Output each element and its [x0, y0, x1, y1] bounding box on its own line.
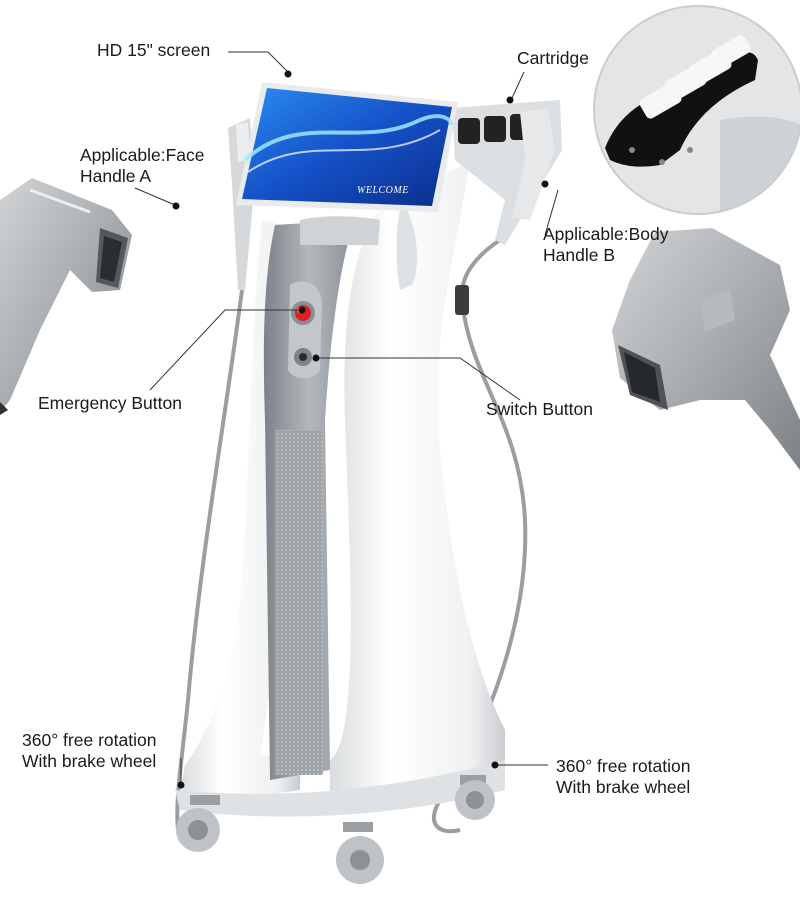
callout-wheel-left-line2: With brake wheel: [22, 751, 157, 771]
callout-emergency-text: Emergency Button: [38, 393, 182, 413]
callout-dot-cartridge: [506, 96, 514, 104]
handle-b-mounted: [452, 100, 562, 315]
hd-screen: WELCOME: [236, 82, 458, 212]
callout-handle-a-line2: Handle A: [80, 166, 152, 186]
cartridge-closeup: [593, 5, 800, 215]
callout-dot-emergency: [298, 306, 306, 314]
callout-handle-b-line2: Handle B: [543, 245, 615, 265]
callout-cartridge: Cartridge: [517, 48, 589, 69]
callout-handle-a: Applicable:Face Handle A: [80, 145, 205, 187]
callout-handle-a-line1: Applicable:Face: [80, 145, 205, 165]
callout-dot-handle-b: [541, 180, 549, 188]
callout-dot-wheel-left: [177, 781, 185, 789]
callout-wheel-right-line1: 360° free rotation: [556, 756, 691, 776]
callout-wheel-left: 360° free rotation With brake wheel: [22, 730, 156, 772]
callout-wheel-left-line1: 360° free rotation: [22, 730, 157, 750]
handle-b-closeup: [612, 228, 800, 470]
callout-switch-text: Switch Button: [486, 399, 593, 419]
callout-emergency-button: Emergency Button: [38, 393, 182, 414]
callout-dot-screen: [284, 70, 292, 78]
callout-dot-switch: [312, 354, 320, 362]
power-switch-icon: [294, 348, 312, 366]
callout-dot-handle-a: [172, 202, 180, 210]
callout-wheel-right-line2: With brake wheel: [556, 777, 691, 797]
caster-wheel-icon: [176, 775, 495, 884]
callout-dot-wheel-right: [491, 761, 499, 769]
callout-switch-button: Switch Button: [486, 399, 593, 420]
handle-a-closeup: [0, 178, 132, 415]
leader-lines: [134, 51, 559, 783]
screen-welcome-text: WELCOME: [357, 185, 409, 196]
callout-handle-b-line1: Applicable:Body: [543, 224, 669, 244]
callout-cartridge-text: Cartridge: [517, 48, 589, 68]
callout-wheel-right: 360° free rotation With brake wheel: [556, 756, 690, 798]
device-body: [175, 160, 505, 817]
callout-hd-screen-text: HD 15" screen: [97, 40, 211, 60]
callout-hd-screen: HD 15" screen: [97, 40, 210, 61]
callout-handle-b: Applicable:Body Handle B: [543, 224, 669, 266]
